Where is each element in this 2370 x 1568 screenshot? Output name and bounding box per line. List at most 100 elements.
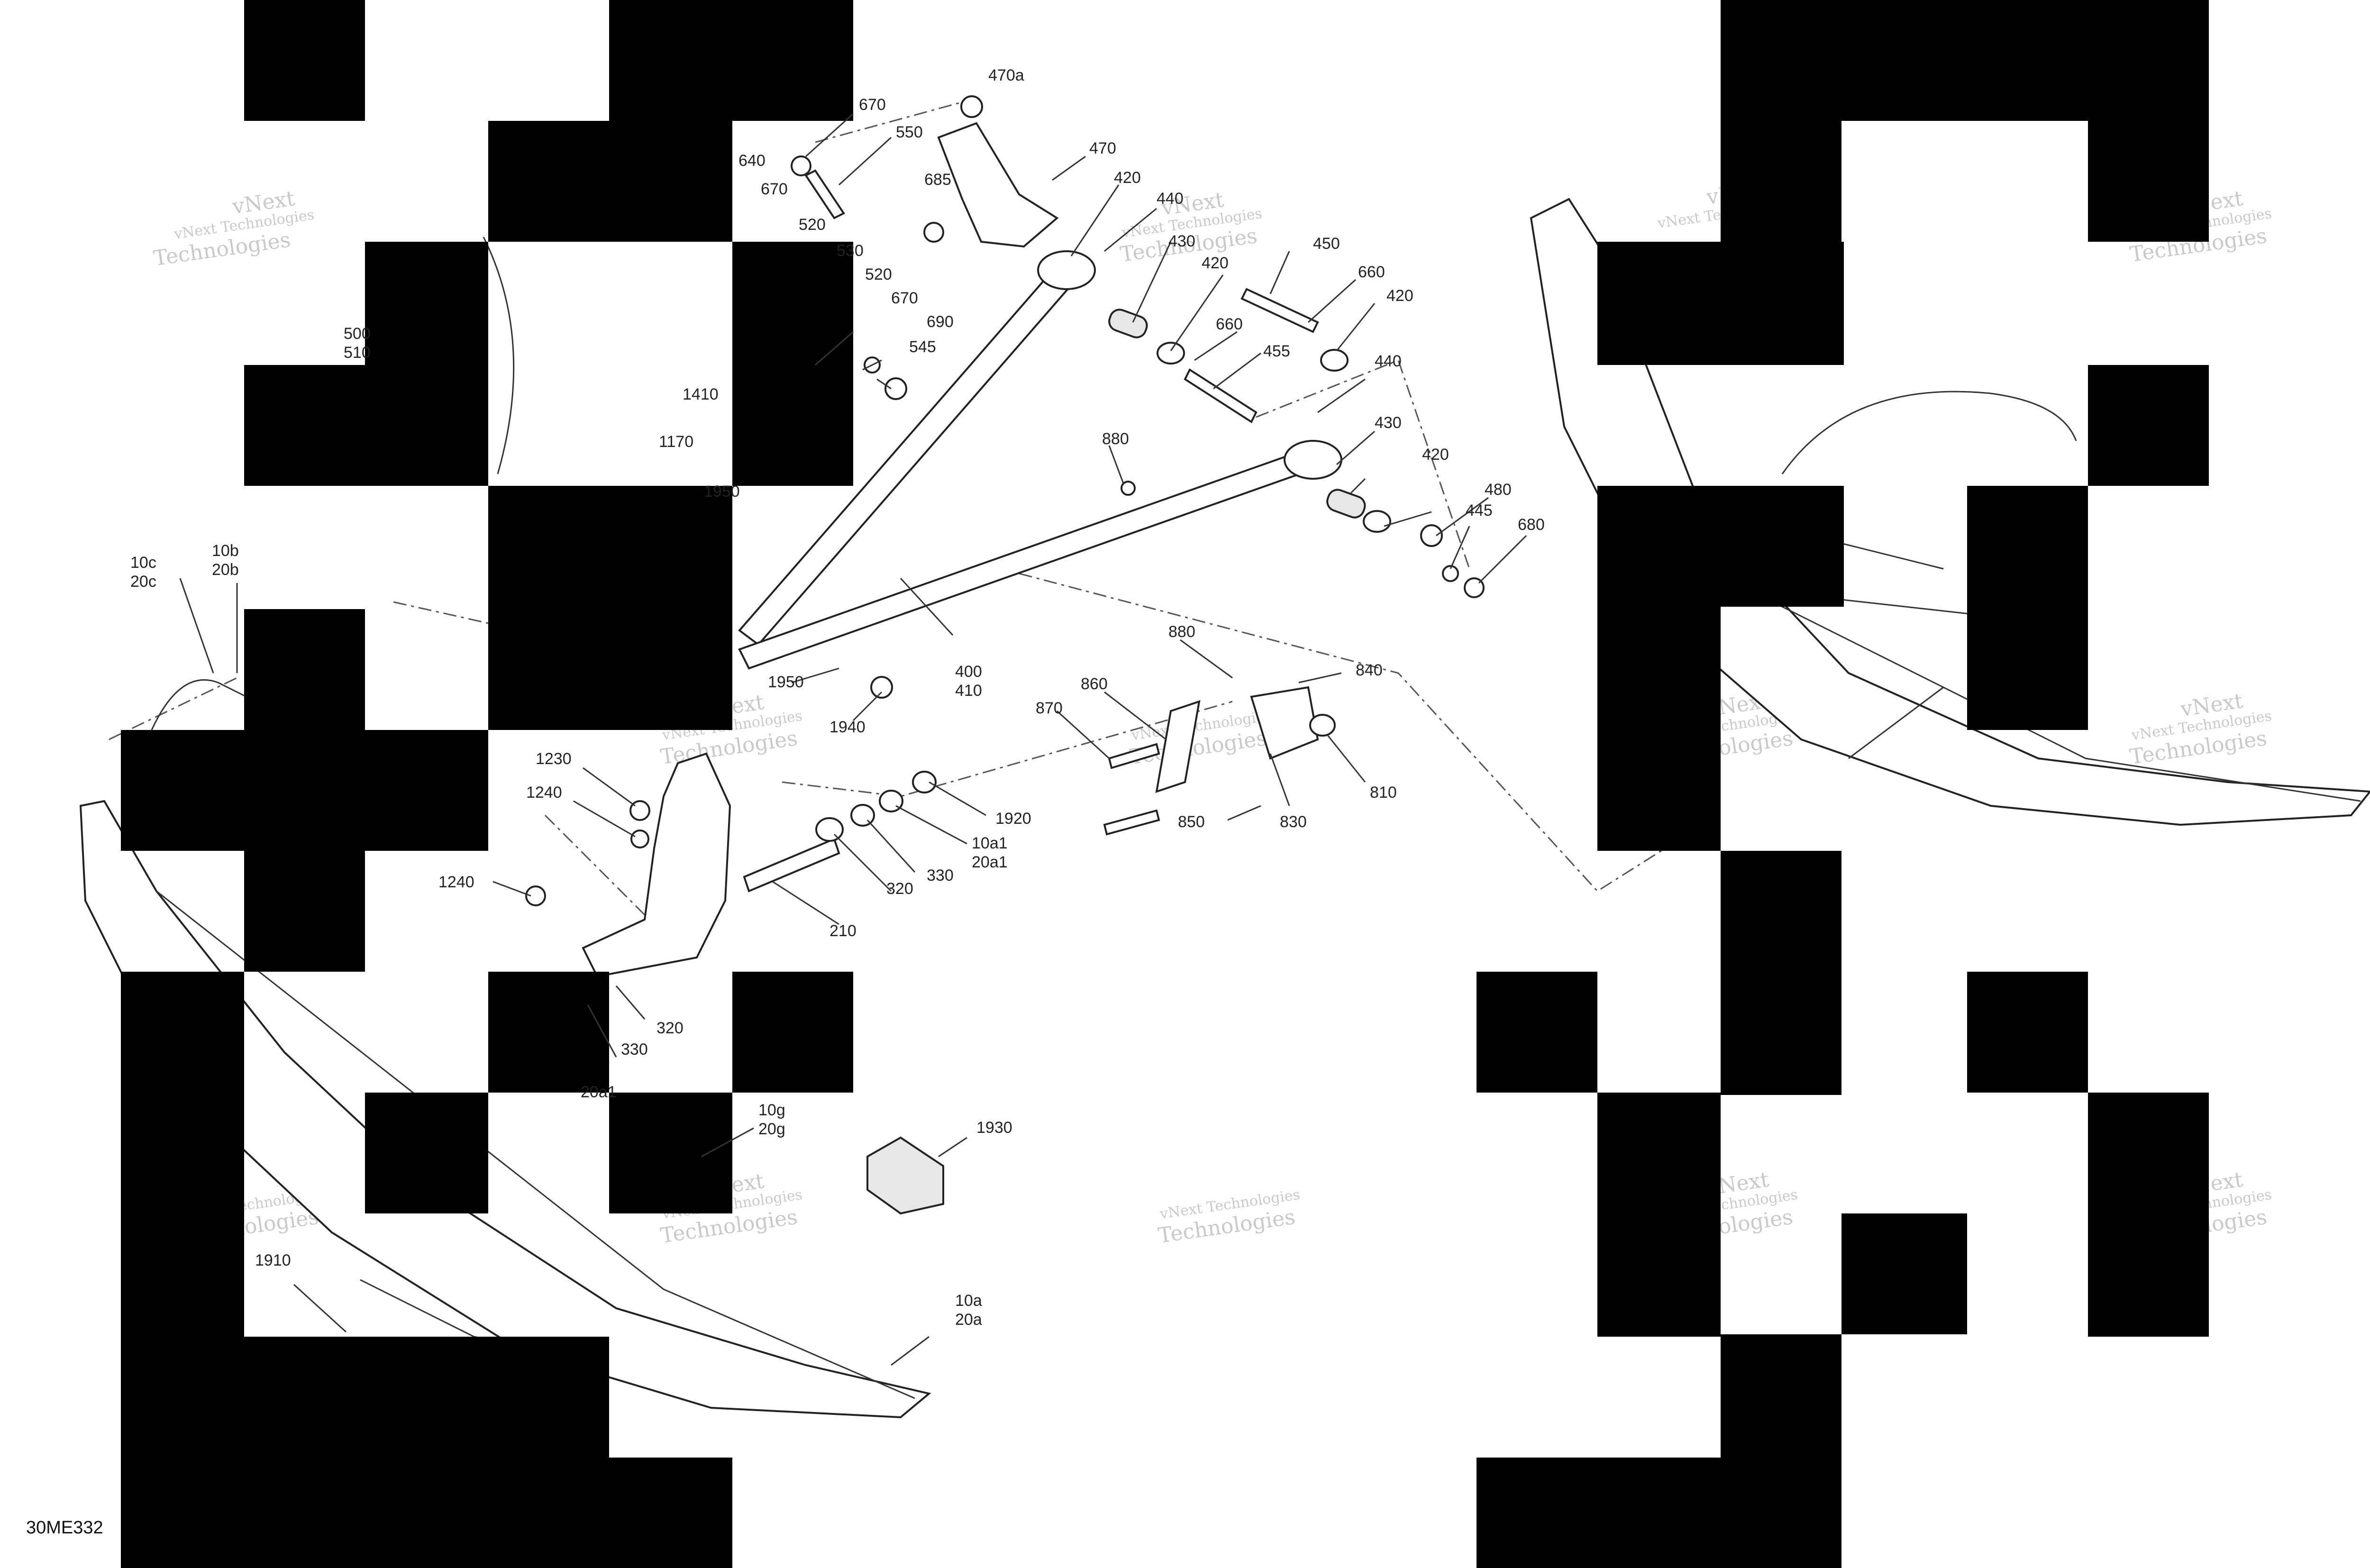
redaction-block (1597, 607, 1721, 851)
washer (1420, 524, 1443, 547)
bushing (1157, 342, 1185, 365)
callout-label: 10a1 (972, 834, 1008, 852)
callout-label: 320 (656, 1019, 684, 1037)
bushing (1309, 714, 1336, 737)
callout-label: 1170 (659, 433, 693, 451)
callout-label: 520 (799, 216, 826, 234)
callout-label: 685 (924, 171, 951, 189)
washer (630, 830, 649, 848)
redaction-block (732, 242, 853, 486)
leader-line (815, 331, 854, 366)
callout-label: 210 (830, 922, 857, 940)
callout-label: 20b (212, 561, 239, 579)
bushing-housing (1037, 250, 1096, 290)
leader-line (615, 985, 646, 1020)
nut (884, 377, 907, 400)
callout-label: 870 (1036, 699, 1063, 717)
leader-line (929, 781, 986, 816)
bolt (1240, 288, 1319, 333)
leader-line (838, 137, 892, 186)
leader-line (1436, 497, 1489, 537)
callout-label: 330 (621, 1040, 648, 1058)
callout-label: 1230 (536, 750, 572, 768)
ski-pad (866, 1136, 944, 1215)
bushing (912, 771, 937, 793)
redaction-block (609, 1458, 732, 1568)
leader-line (862, 359, 882, 371)
callout-label: 450 (1313, 235, 1340, 253)
bushing (1320, 349, 1349, 372)
leader-line (1317, 378, 1366, 413)
drawing-code: 30ME332 (26, 1518, 103, 1538)
redaction-block (1721, 1334, 1841, 1458)
center-assembly (79, 95, 1688, 1419)
callout-label: 430 (1375, 414, 1402, 432)
callout-label: 1950 (704, 483, 740, 501)
leader-line (805, 113, 854, 157)
callout-label: 10g (758, 1101, 785, 1119)
leader-line (179, 578, 214, 674)
callout-label: 445 (1466, 501, 1493, 520)
redaction-block (244, 609, 365, 730)
callout-label: 840 (1356, 661, 1383, 679)
callout-label: 470a (988, 66, 1024, 84)
callout-label: 880 (1102, 430, 1129, 448)
fitting (1121, 481, 1136, 496)
leader-line (1384, 511, 1432, 527)
callout-label: 455 (1263, 342, 1290, 360)
leader-line (1269, 753, 1290, 806)
redaction-block (244, 1337, 609, 1458)
leader-line (1070, 184, 1120, 256)
shock (1848, 686, 1944, 759)
redaction-block (244, 365, 365, 486)
callout-label: 670 (859, 96, 886, 114)
redaction-block (365, 1093, 488, 1213)
redaction-block (244, 851, 365, 972)
callout-label: 470 (1089, 139, 1116, 157)
callout-label: 690 (927, 313, 954, 331)
bushing (815, 817, 844, 842)
callout-labels: 470a 670 550 640 670 470 685 420 520 440… (130, 66, 1545, 1329)
redaction-block (1967, 486, 2088, 730)
redaction-block (488, 486, 732, 730)
leader-line (1108, 445, 1124, 484)
callout-label: 880 (1168, 623, 1195, 641)
callout-label: 10b (212, 542, 239, 560)
bushing-housing (1284, 440, 1342, 480)
callout-label: 1910 (255, 1251, 291, 1269)
callout-label: 660 (1216, 315, 1243, 333)
redaction-block (365, 242, 488, 486)
assembly-line (109, 677, 237, 740)
leader-line (1227, 805, 1261, 821)
callout-label: 830 (1280, 813, 1307, 831)
callout-label: 10c (130, 554, 156, 572)
leader-lines (179, 113, 1527, 1366)
leader-line (1298, 672, 1342, 684)
redaction-block (1597, 242, 1844, 365)
leader-line (833, 833, 892, 892)
leader-line (1213, 352, 1261, 390)
leader-line (1336, 303, 1376, 351)
shaft (743, 838, 840, 893)
callout-label: 1930 (976, 1119, 1012, 1137)
washer (791, 155, 811, 176)
callout-label: 20a (955, 1311, 982, 1329)
callout-label: 860 (1081, 675, 1108, 693)
leader-line (895, 805, 967, 845)
leader-line (573, 800, 636, 838)
leader-line (583, 767, 636, 807)
leader-line (1170, 274, 1224, 351)
redaction-block (732, 972, 853, 1093)
leader-line (866, 819, 916, 873)
steering-arm (1155, 700, 1201, 793)
callout-label: 440 (1157, 190, 1184, 208)
leader-line (1104, 691, 1167, 740)
callout-label: 1240 (438, 873, 474, 891)
callout-label: 810 (1370, 784, 1397, 802)
callout-label: 20a1 (581, 1083, 617, 1101)
bolt (1108, 743, 1160, 769)
callout-label: 545 (909, 338, 936, 356)
callout-label: 680 (1518, 516, 1545, 534)
washer (960, 95, 983, 118)
callout-label: 320 (886, 880, 913, 898)
